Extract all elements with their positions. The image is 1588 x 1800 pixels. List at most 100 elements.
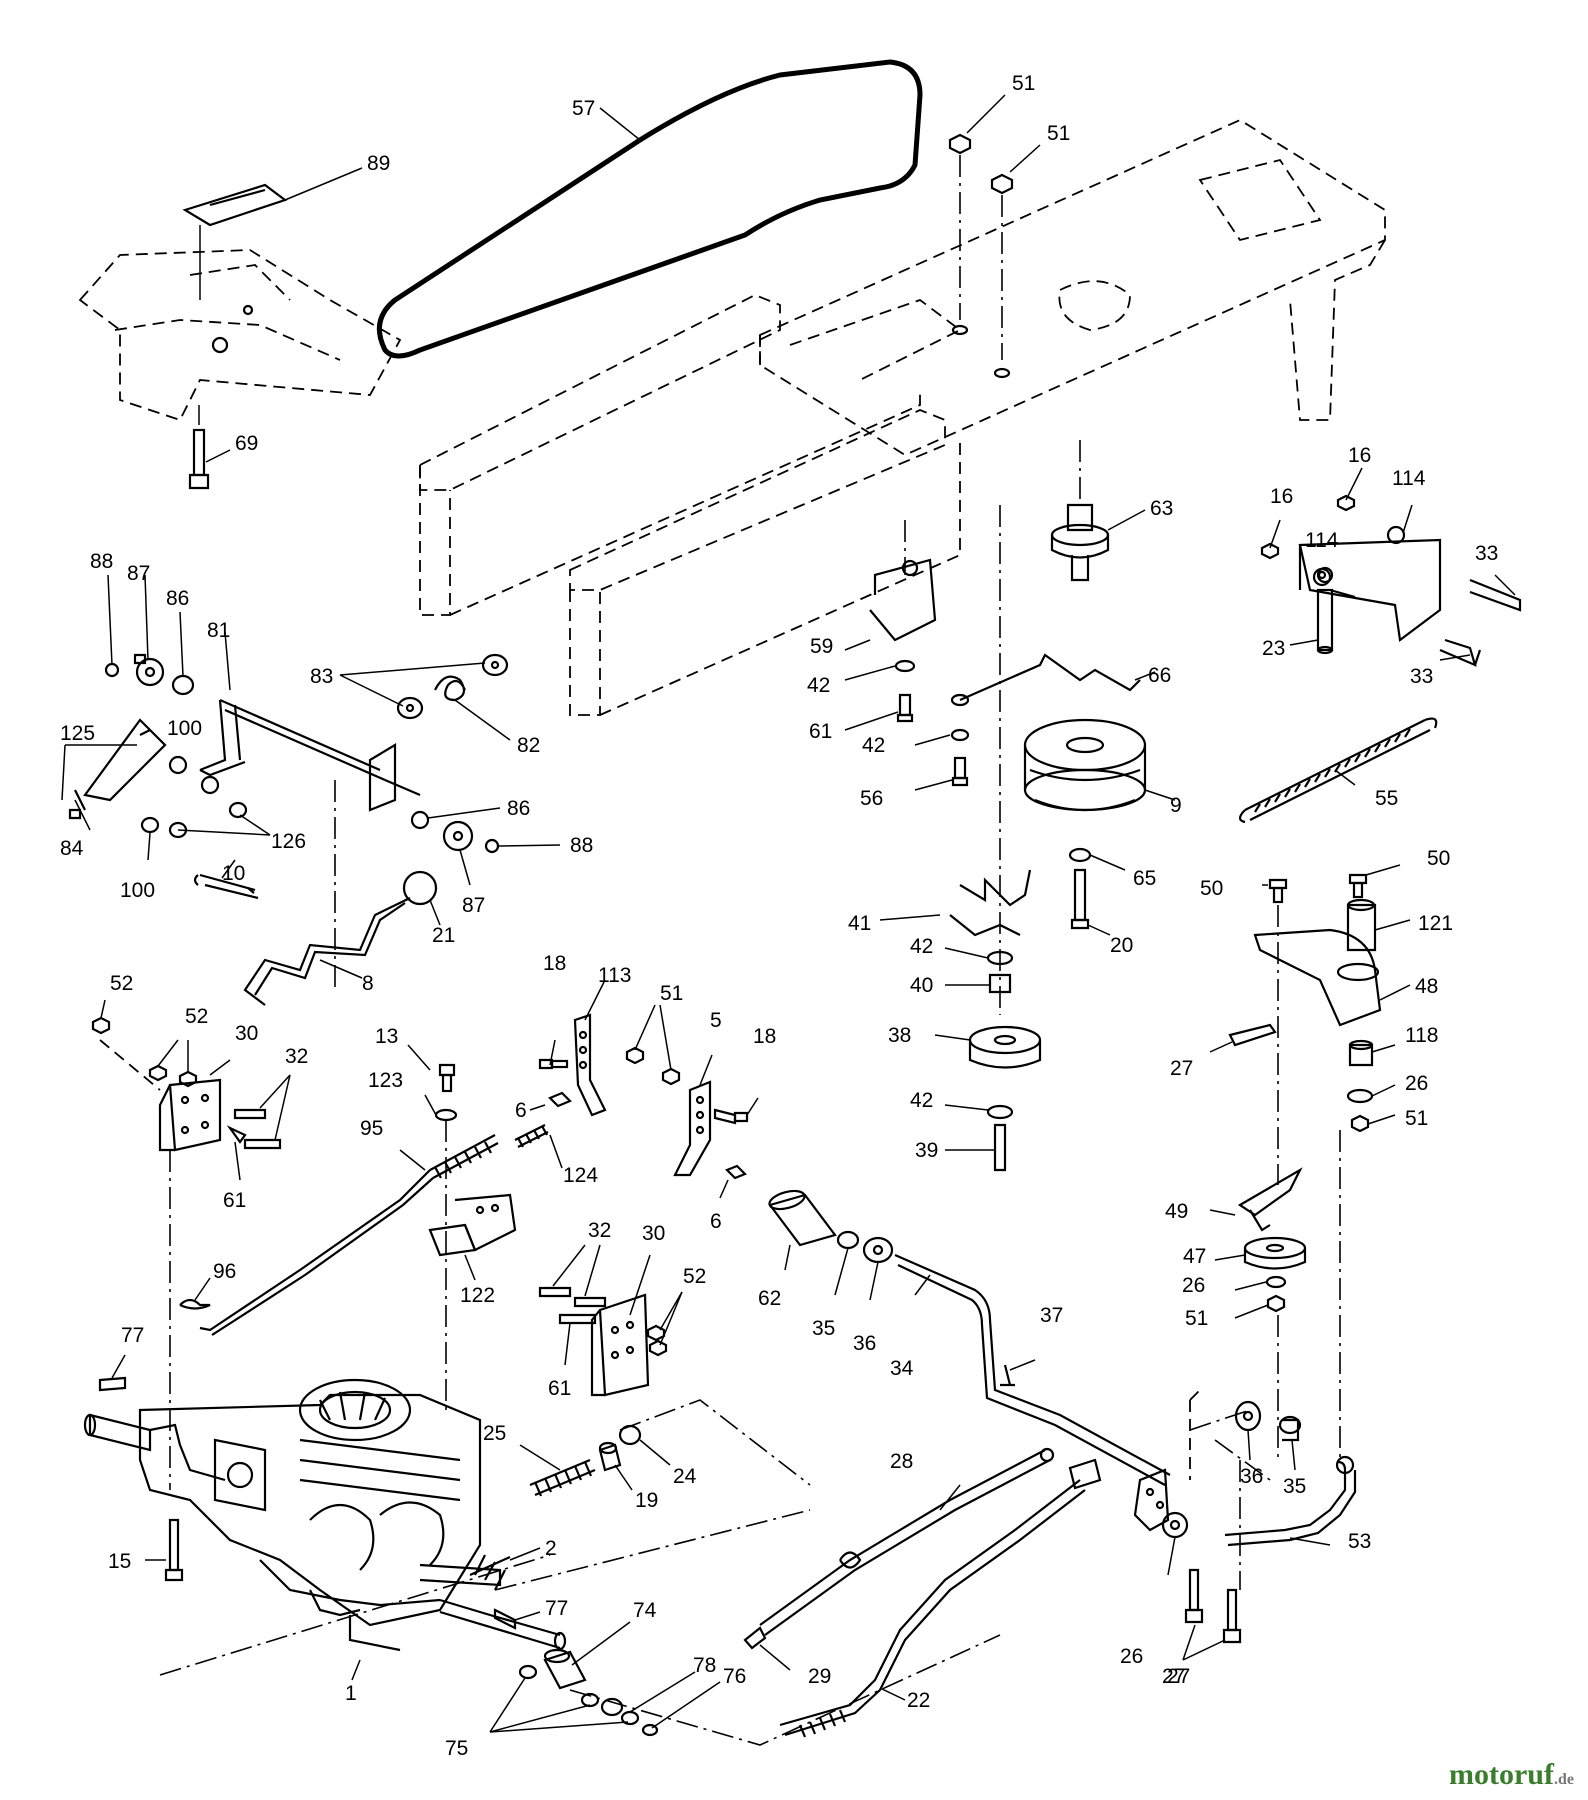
callout: 61 bbox=[809, 720, 832, 743]
callout: 100 bbox=[120, 879, 155, 902]
callout: 29 bbox=[808, 1665, 831, 1688]
callout: 51 bbox=[1047, 122, 1070, 145]
callout: 52 bbox=[683, 1265, 706, 1288]
callout: 42 bbox=[862, 734, 885, 757]
callout: 32 bbox=[285, 1045, 308, 1068]
callout: 88 bbox=[90, 550, 113, 573]
callout: 126 bbox=[271, 830, 306, 853]
callout: 118 bbox=[1405, 1024, 1438, 1047]
callout: 30 bbox=[235, 1022, 258, 1045]
callout: 22 bbox=[907, 1689, 930, 1712]
callout: 48 bbox=[1415, 975, 1438, 998]
part-1-transaxle bbox=[83, 1354, 567, 1681]
callout: 59 bbox=[810, 635, 833, 658]
part-86-87-88-right bbox=[410, 807, 561, 886]
callout: 96 bbox=[213, 1260, 236, 1283]
callout: 57 bbox=[572, 97, 595, 120]
callout: 16 bbox=[1270, 485, 1293, 508]
callout: 34 bbox=[890, 1357, 914, 1380]
callout: 18 bbox=[543, 952, 566, 975]
part-41-idler-arm bbox=[879, 869, 1032, 937]
callout: 26 bbox=[1405, 1072, 1428, 1095]
callout: 63 bbox=[1150, 497, 1173, 520]
callout: 87 bbox=[127, 562, 150, 585]
callout: 61 bbox=[223, 1189, 246, 1212]
callout: 53 bbox=[1348, 1530, 1371, 1553]
callout: 66 bbox=[1148, 664, 1171, 687]
callout: 83 bbox=[310, 665, 333, 688]
part-28-22-rods bbox=[743, 1447, 1102, 1738]
part-59-bracket bbox=[844, 520, 937, 731]
callout: 42 bbox=[910, 1089, 933, 1112]
callout: 2 bbox=[545, 1537, 557, 1560]
watermark: motoruf.de bbox=[1449, 1758, 1574, 1792]
part-113-5-brackets bbox=[529, 979, 759, 1199]
part-74-76-axle bbox=[159, 1554, 1001, 1746]
part-10-21-8-lever bbox=[193, 859, 441, 1006]
callout: 24 bbox=[673, 1465, 697, 1488]
callout: 36 bbox=[853, 1332, 876, 1355]
callout: 78 bbox=[693, 1654, 716, 1677]
part-30-bracket-center bbox=[538, 1244, 683, 1397]
part-89-bracket bbox=[182, 167, 363, 300]
callout: 40 bbox=[910, 974, 933, 997]
callout: 16 bbox=[1348, 444, 1371, 467]
callout: 121 bbox=[1418, 912, 1453, 935]
callout: 77 bbox=[121, 1324, 144, 1347]
callout: 47 bbox=[1183, 1245, 1206, 1268]
callout: 5 bbox=[710, 1009, 722, 1032]
callout: 51 bbox=[660, 982, 683, 1005]
callout: 51 bbox=[1185, 1307, 1208, 1330]
callout: 87 bbox=[462, 894, 485, 917]
callout: 33 bbox=[1410, 665, 1433, 688]
callout: 84 bbox=[60, 837, 84, 860]
callout: 42 bbox=[910, 935, 933, 958]
watermark-main: motoruf bbox=[1449, 1758, 1554, 1791]
callout: 32 bbox=[588, 1219, 611, 1242]
callout: 50 bbox=[1427, 847, 1450, 870]
part-57-belt bbox=[376, 59, 923, 359]
part-47-idler bbox=[1209, 1167, 1307, 1460]
callout: 114 bbox=[1305, 529, 1339, 552]
callout: 74 bbox=[633, 1599, 657, 1622]
callout: 26 bbox=[1120, 1645, 1143, 1668]
callout: 28 bbox=[890, 1450, 913, 1473]
callout: 86 bbox=[166, 587, 189, 610]
part-81-shaft bbox=[61, 574, 421, 990]
part-9-clutch bbox=[1023, 718, 1176, 812]
part-53-linkage bbox=[1133, 1389, 1357, 1661]
callout: 33 bbox=[1475, 542, 1498, 565]
callout: 52 bbox=[185, 1005, 208, 1028]
callout: 6 bbox=[515, 1099, 527, 1122]
callout: 88 bbox=[570, 834, 593, 857]
callout: 76 bbox=[723, 1665, 746, 1688]
callout: 75 bbox=[445, 1737, 468, 1760]
callout: 89 bbox=[367, 152, 390, 175]
callout: 38 bbox=[888, 1024, 911, 1047]
part-38-pulley-stack bbox=[934, 505, 1042, 1172]
dash-panel-outline bbox=[78, 249, 402, 422]
part-55-spring bbox=[1238, 717, 1438, 824]
callout: 65 bbox=[1133, 867, 1156, 890]
callout: 30 bbox=[642, 1222, 665, 1245]
callout: 1 bbox=[345, 1682, 357, 1705]
part-48-arm bbox=[1209, 864, 1411, 1460]
part-25-spring bbox=[494, 1399, 811, 1591]
callout: 100 bbox=[167, 717, 202, 740]
part-63-spindle bbox=[1050, 440, 1146, 582]
callout: 51 bbox=[1012, 72, 1035, 95]
callout-labels: 57 51 51 89 69 63 16 16 114 114 33 33 23… bbox=[60, 72, 1498, 1760]
callout: 36 bbox=[1240, 1465, 1263, 1488]
callout: 61 bbox=[548, 1377, 571, 1400]
frame-outline bbox=[419, 118, 1386, 716]
callout: 10 bbox=[222, 862, 245, 885]
part-95-rod-assembly bbox=[179, 1044, 563, 1415]
callout: 49 bbox=[1165, 1200, 1188, 1223]
part-30-bracket-left bbox=[91, 999, 291, 1490]
callout: 26 bbox=[1182, 1274, 1205, 1297]
callout: 122 bbox=[460, 1284, 495, 1307]
callout: 52 bbox=[110, 972, 133, 995]
callout: 42 bbox=[807, 674, 830, 697]
callout: 27 bbox=[1167, 1665, 1190, 1688]
part-83-82-spring bbox=[339, 653, 511, 741]
